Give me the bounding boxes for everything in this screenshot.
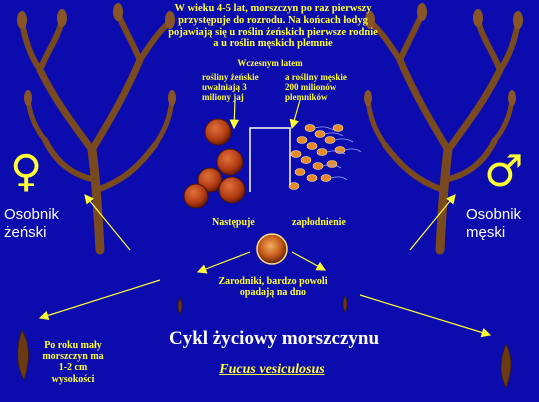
female-plants-text: rośliny żeńskie uwalniają 3 miliony jaj — [202, 72, 259, 103]
sperm-cluster — [288, 124, 362, 190]
intro-text: W wieku 4-5 lat, morszczyn po raz pierws… — [168, 3, 378, 50]
male-symbol-icon: ♂ — [484, 146, 524, 197]
male-plants-text: a rośliny męskie 200 milionów plemników — [285, 72, 347, 103]
male-seaweed — [365, 11, 521, 255]
female-label: Osobnik żeński — [4, 206, 60, 241]
male-seaweed-tips — [364, 3, 523, 106]
arrows — [38, 99, 492, 338]
female-symbol-icon: ♀ — [10, 146, 43, 197]
egg-cluster — [183, 118, 246, 209]
sporelings — [17, 295, 512, 389]
species-name: Fucus vesiculosus — [219, 362, 325, 377]
zygote-text: Zarodniki, bardzo powoli opadają na dno — [218, 276, 328, 299]
fertilization-word-2: zapłodnienie — [292, 217, 346, 228]
young-plant-text: Po roku mały morszczyn ma 1-2 cm wysokoś… — [42, 340, 104, 385]
male-label: Osobnik męski — [466, 206, 522, 241]
zygote — [256, 233, 288, 265]
female-seaweed-tips — [17, 3, 176, 106]
spring-label: Wczesnym latem — [237, 58, 303, 68]
female-seaweed — [19, 11, 175, 255]
diagram-title: Cykl życiowy morszczynu — [168, 328, 380, 349]
fusion-bracket — [249, 127, 291, 192]
fertilization-word-1: Następuje — [212, 217, 255, 228]
